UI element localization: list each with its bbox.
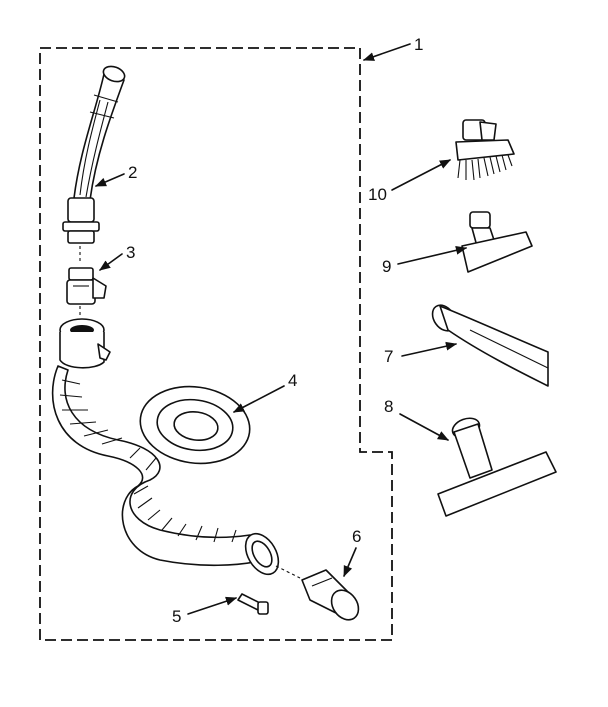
callout-4: 4 [233,371,297,413]
upholstery-tool-part [437,417,557,517]
label-upholstery-tool: 8 [384,397,393,416]
callout-7: 7 [384,341,458,366]
callout-9: 9 [382,245,468,276]
curved-wand-part [62,65,126,244]
label-crevice-tool: 7 [384,347,393,366]
swivel-connector-part [66,267,107,305]
pin-part [237,593,269,615]
hose-cuff-part [301,569,360,621]
small-nozzle-part [461,211,533,273]
callout-1: 1 [362,35,423,61]
callout-8: 8 [384,397,449,441]
callout-2: 2 [94,163,137,187]
callout-6: 6 [343,527,361,578]
label-assembly: 1 [414,35,423,54]
callout-5: 5 [172,596,238,626]
callout-10: 10 [368,159,451,204]
label-hose: 4 [288,371,297,390]
callout-3: 3 [99,243,135,271]
label-dusting-brush: 10 [368,185,387,204]
label-small-nozzle: 9 [382,257,391,276]
dusting-brush-part [455,119,515,181]
label-swivel-connector: 3 [126,243,135,262]
label-pin: 5 [172,607,181,626]
assembly-boundary [39,47,393,641]
label-hose-cuff: 6 [352,527,361,546]
label-curved-wand: 2 [128,163,137,182]
hose-part [51,318,280,576]
crevice-tool-part [431,304,549,387]
